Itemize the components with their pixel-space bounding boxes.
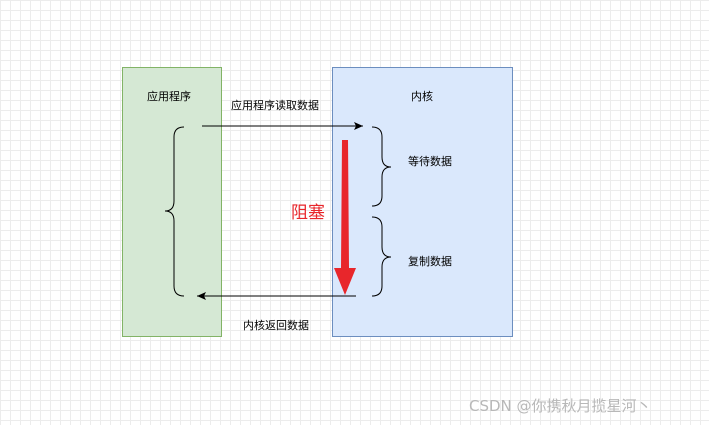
blocking-label: 阻塞: [291, 203, 325, 223]
copy-data-label: 复制数据: [408, 255, 452, 268]
application-title: 应用程序: [147, 90, 191, 103]
copy-brace: [371, 216, 392, 297]
block-arrow: [334, 140, 356, 295]
kernel-title: 内核: [411, 90, 433, 103]
kernel-box: [332, 67, 513, 337]
response-arrow-label: 内核返回数据: [243, 319, 309, 332]
wait-data-label: 等待数据: [408, 155, 452, 168]
watermark-text: CSDN @你携秋月揽星河丶: [469, 397, 652, 415]
request-arrow-label: 应用程序读取数据: [231, 99, 319, 112]
wait-brace: [371, 126, 392, 207]
application-brace: [164, 126, 185, 297]
